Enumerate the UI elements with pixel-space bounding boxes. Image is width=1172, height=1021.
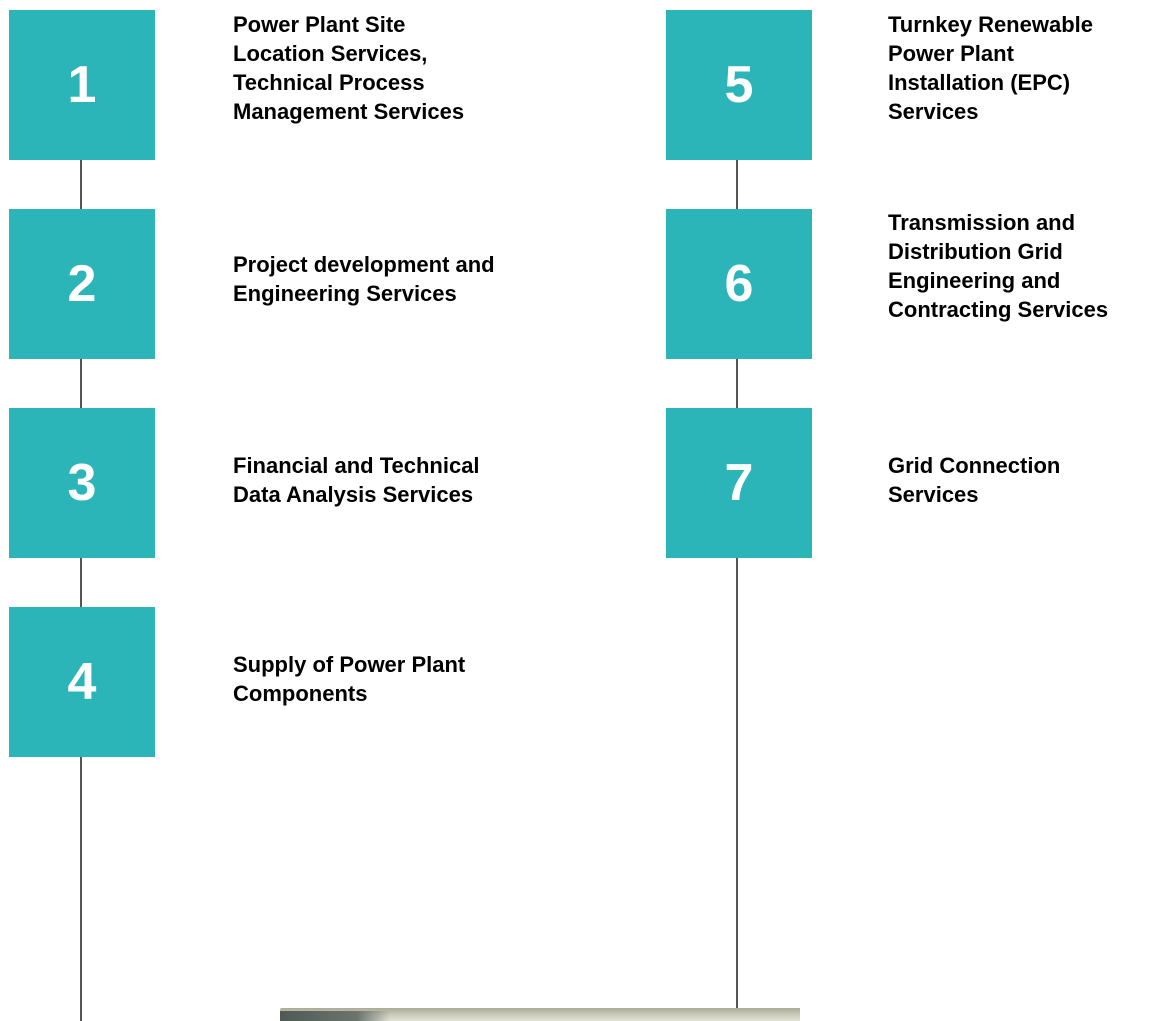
step-box-6: 6	[666, 209, 812, 359]
step-label-1: Power Plant Site Location Services, Tech…	[233, 12, 465, 124]
step-number: 1	[67, 56, 97, 114]
equipment-photo	[280, 1008, 800, 1021]
step-label-4: Supply of Power Plant Components	[233, 652, 466, 706]
step-number: 5	[724, 56, 754, 114]
step-box-5: 5	[666, 10, 812, 160]
step-number: 2	[67, 255, 97, 313]
step-number: 4	[67, 653, 97, 711]
step-number: 7	[724, 454, 754, 512]
step-box-3: 3	[9, 408, 155, 558]
step-label-2: Project development and Engineering Serv…	[233, 252, 495, 306]
photo-dark-edge	[280, 1011, 390, 1021]
step-box-4: 4	[9, 607, 155, 757]
step-number: 6	[724, 255, 754, 313]
step-box-2: 2	[9, 209, 155, 359]
step-box-7: 7	[666, 408, 812, 558]
step-label-5: Turnkey Renewable Power Plant Installati…	[888, 12, 1093, 124]
step-label-7: Grid Connection Services	[888, 453, 1061, 507]
step-label-3: Financial and Technical Data Analysis Se…	[233, 453, 480, 507]
step-label-6: Transmission and Distribution Grid Engin…	[888, 210, 1109, 322]
step-number: 3	[67, 454, 97, 512]
step-box-1: 1	[9, 10, 155, 160]
